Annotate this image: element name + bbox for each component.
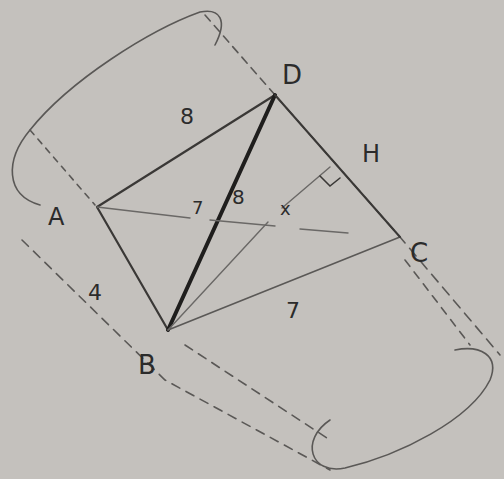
vertex-label: B <box>138 352 156 378</box>
vertex-label: H <box>362 142 380 166</box>
segment-dc <box>275 95 400 237</box>
length-label: 7 <box>286 300 300 322</box>
vertex-label: A <box>48 205 64 229</box>
unknown-label: x <box>280 200 291 218</box>
length-label: 8 <box>180 106 194 128</box>
top-cylinder-edge <box>205 15 275 95</box>
prism-edge <box>405 260 470 345</box>
segment-ab <box>97 207 168 330</box>
segment-ac <box>97 207 348 233</box>
length-label: 8 <box>232 187 245 207</box>
length-label: 7 <box>192 199 203 217</box>
length-label: 4 <box>88 282 102 304</box>
vertex-label: C <box>410 240 428 266</box>
bottom-cylinder-outline <box>312 349 492 469</box>
right-angle-mark <box>320 176 340 186</box>
top-cylinder-edge <box>30 130 95 205</box>
segment-bd <box>168 95 275 330</box>
vertex-label: D <box>282 62 302 88</box>
top-cylinder-outline <box>12 11 221 205</box>
prism-edge <box>275 95 500 355</box>
segment-bh <box>168 167 330 330</box>
prism-edge <box>185 345 330 440</box>
prism-edge <box>22 240 330 470</box>
segment-bc <box>168 237 400 330</box>
